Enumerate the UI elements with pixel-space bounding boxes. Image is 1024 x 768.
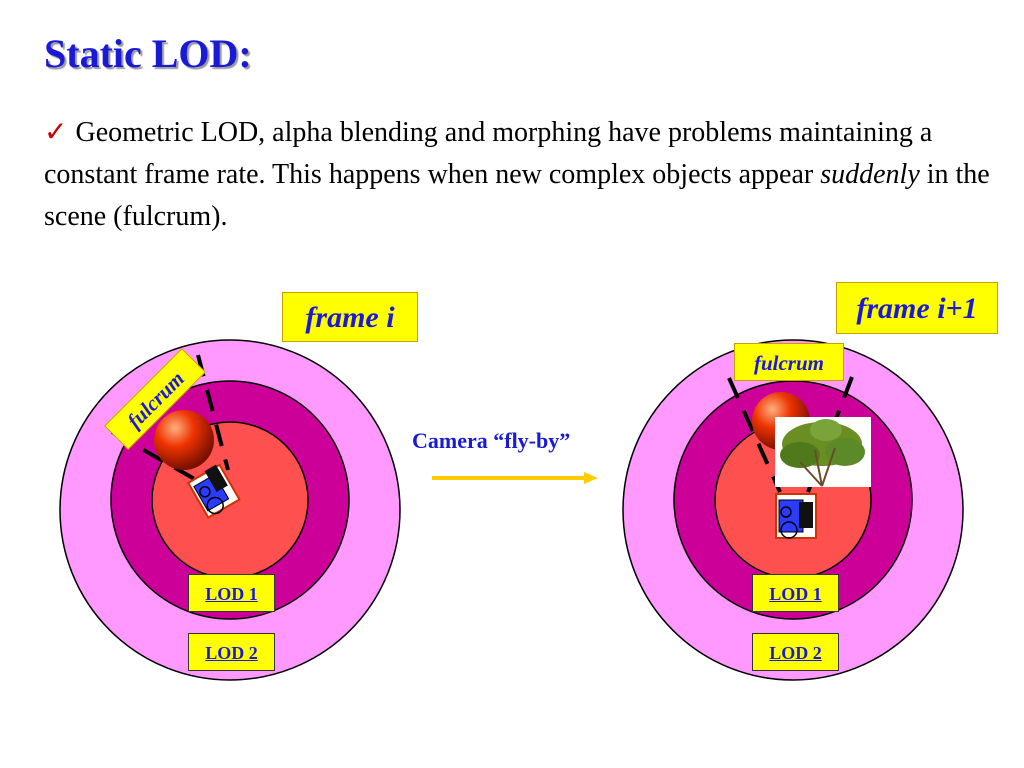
right-robot-object-icon (775, 493, 817, 539)
frame-i-label: frame i (282, 292, 418, 342)
left-robot-object-icon (186, 463, 241, 519)
checkmark-icon: ✓ (44, 117, 68, 148)
left-lod1-label: LOD 1 (188, 574, 275, 612)
slide-body-text: ✓Geometric LOD, alpha blending and morph… (44, 112, 994, 238)
right-fulcrum-line-1 (727, 377, 782, 493)
right-frame-diagram (622, 339, 964, 681)
arrow-right-icon (432, 472, 598, 484)
right-fulcrum-label: fulcrum (734, 343, 844, 381)
slide-title: Static LOD: (44, 31, 252, 76)
body-text-part1: Geometric LOD, alpha blending and morphi… (44, 117, 933, 190)
right-tree-object-icon (775, 417, 871, 487)
camera-fly-by-label: Camera “fly-by” (412, 428, 571, 453)
body-text-emphasis: suddenly (820, 159, 920, 190)
left-sphere-object-icon (154, 410, 214, 470)
frame-i-plus-1-label: frame i+1 (836, 282, 998, 334)
body-text-part2: in the scene (fulcrum). (44, 159, 990, 232)
right-fulcrum-line-2 (806, 376, 854, 493)
left-frame-diagram (59, 339, 401, 681)
left-lod2-label: LOD 2 (188, 633, 275, 671)
right-lod1-label: LOD 1 (752, 574, 839, 612)
right-lod2-label: LOD 2 (752, 633, 839, 671)
